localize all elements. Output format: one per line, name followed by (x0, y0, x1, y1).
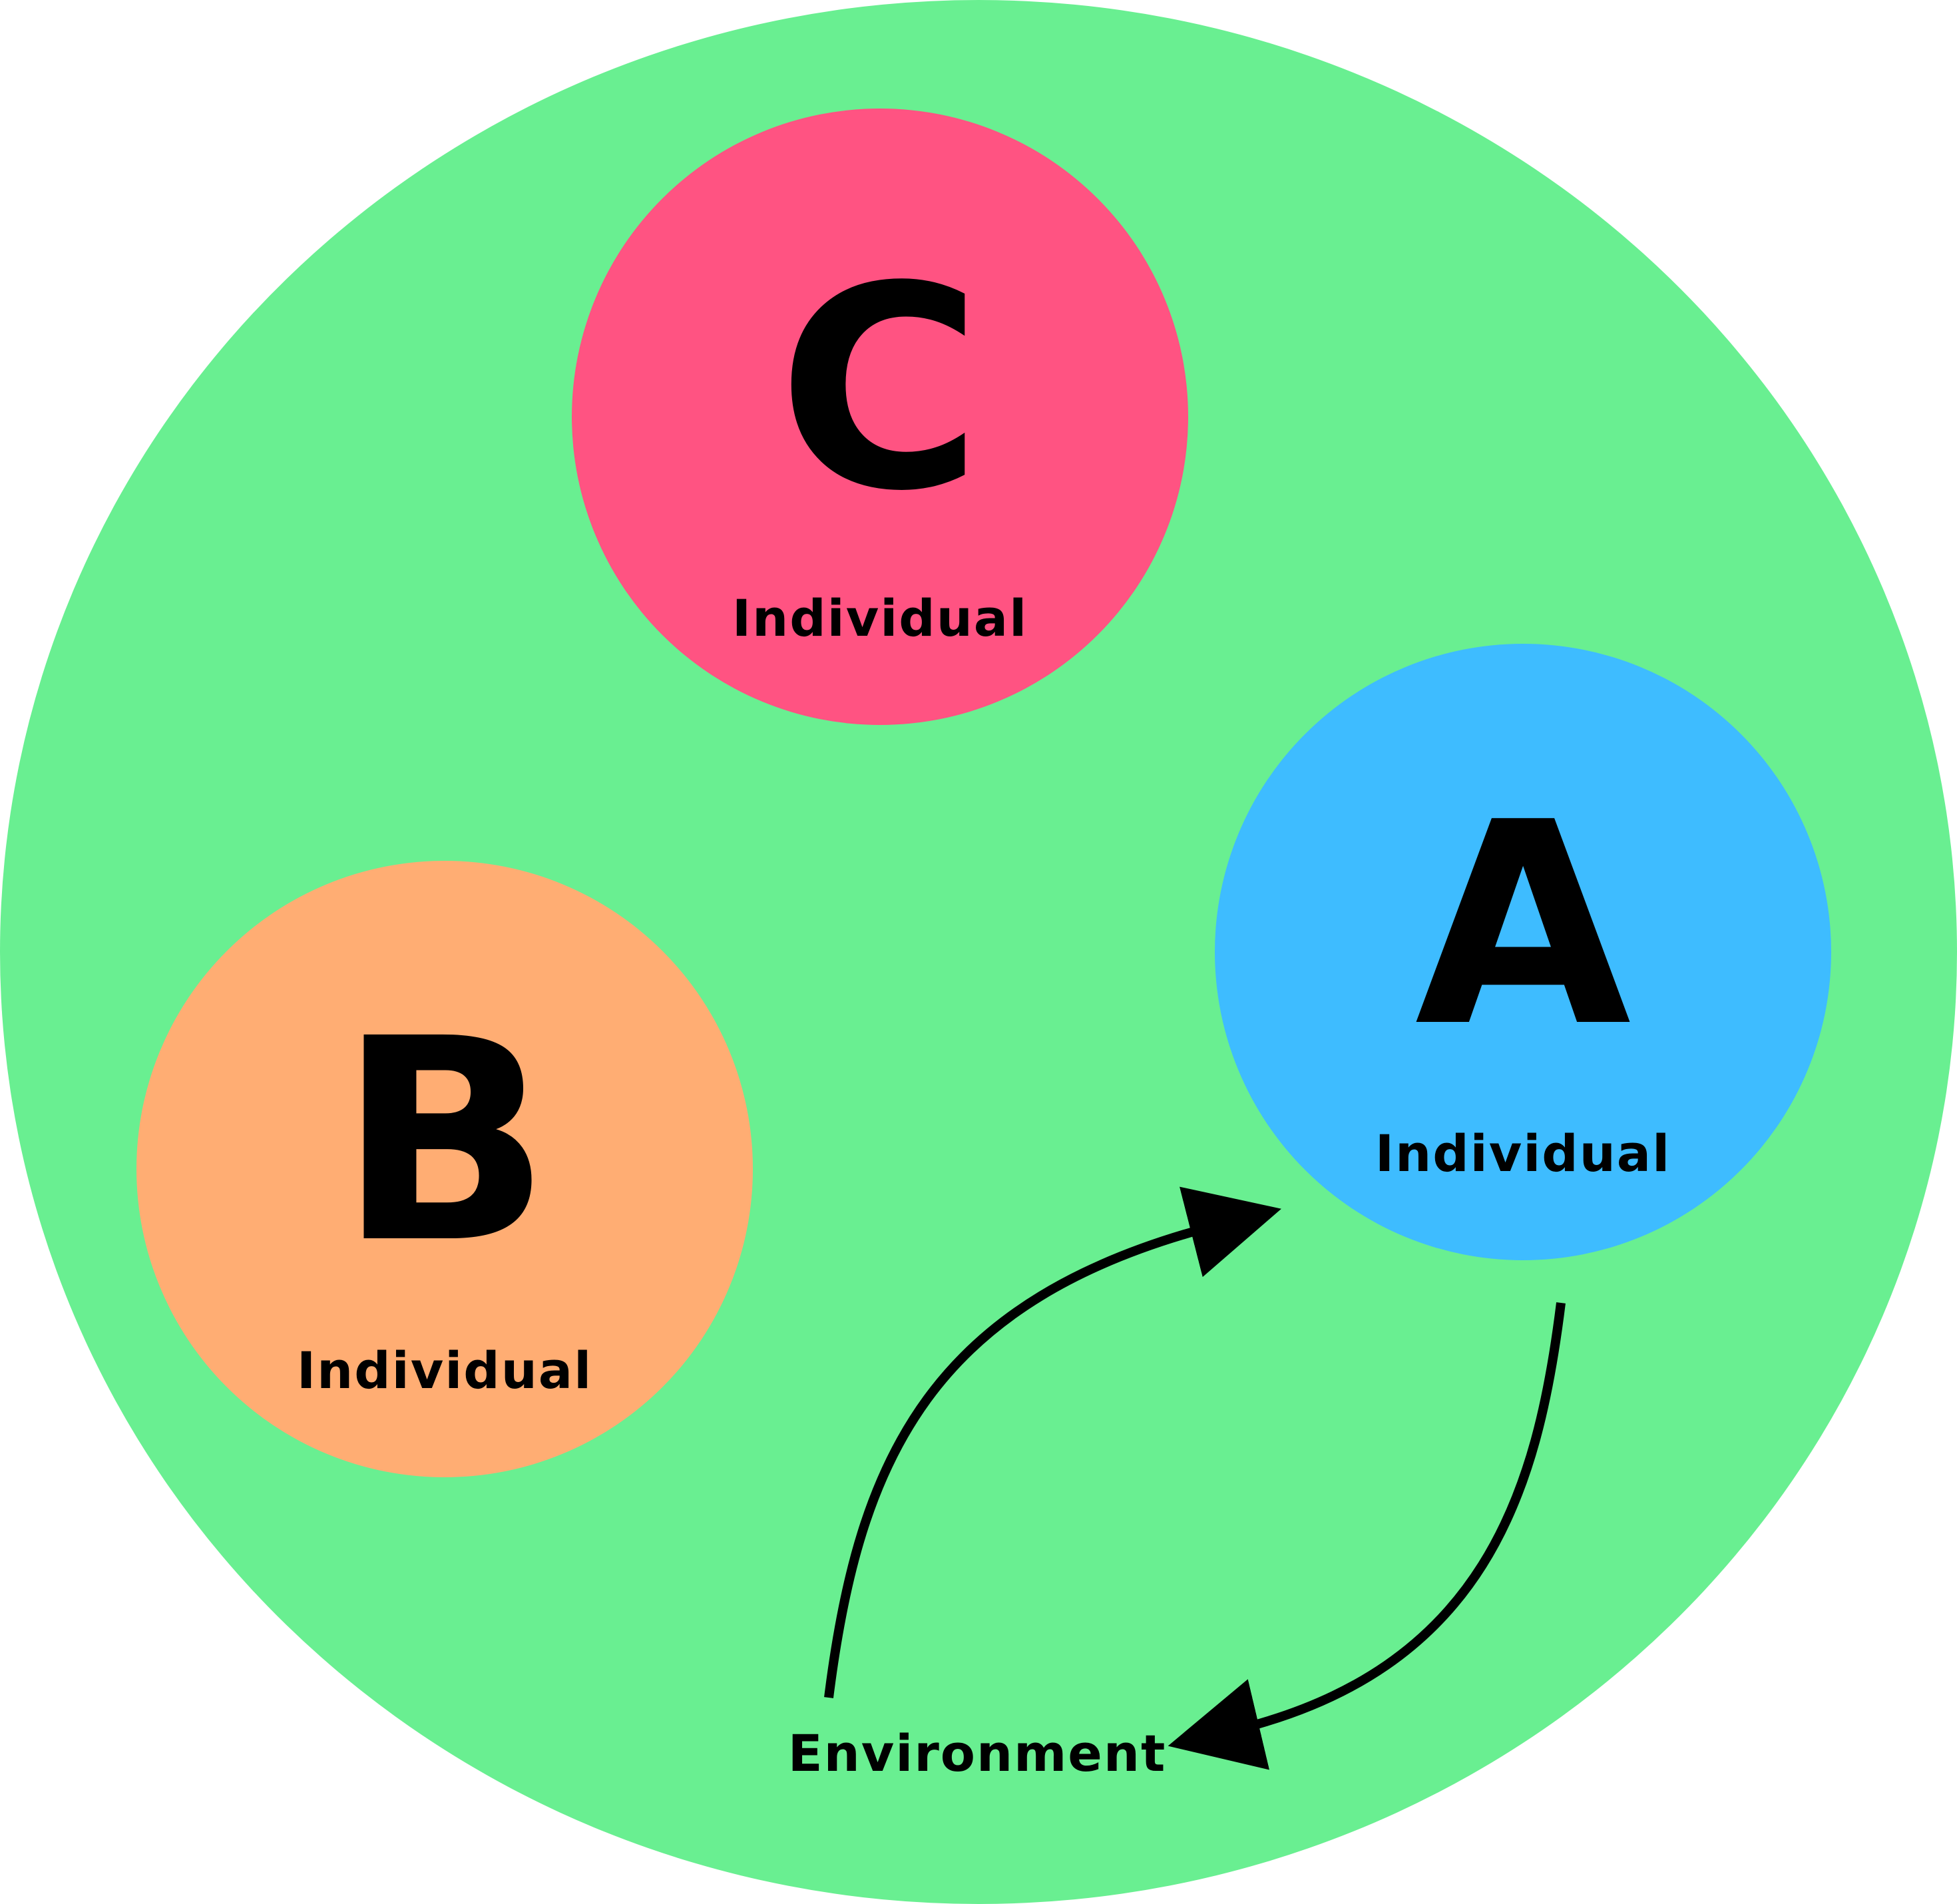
individual-a-circle (1215, 644, 1831, 1260)
individual-c: C Individual (572, 109, 1188, 725)
environment-label: Environment (788, 1724, 1167, 1783)
individual-c-circle (572, 109, 1188, 725)
arrow-environment-to-individual (824, 1186, 1281, 1698)
individual-b-circle (136, 861, 753, 1477)
individual-b-letter: B (338, 979, 551, 1305)
individual-b-label: Individual (297, 1341, 592, 1400)
arrow-individual-to-environment (1168, 1302, 1566, 1770)
individual-b: B Individual (136, 861, 753, 1477)
individual-c-letter: C (777, 227, 982, 553)
individual-c-label: Individual (732, 589, 1028, 648)
individual-a: A Individual (1215, 644, 1831, 1260)
individual-a-label: Individual (1375, 1124, 1671, 1183)
individual-a-letter: A (1414, 763, 1633, 1088)
